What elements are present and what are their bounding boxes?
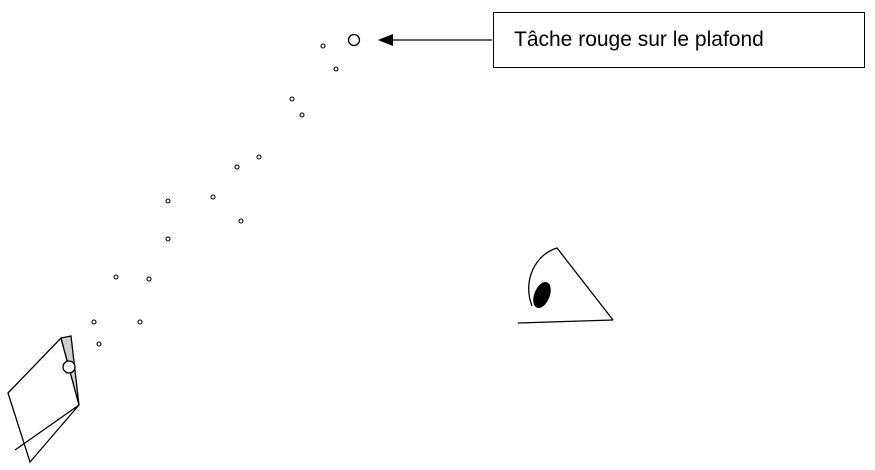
eye-pupil [533, 282, 551, 308]
eye-icon [517, 247, 614, 324]
light-dot [256, 154, 262, 160]
light-dot [113, 274, 119, 280]
label-text: Tâche rouge sur le plafond [514, 28, 764, 51]
light-dot [234, 164, 240, 170]
flashlight-icon [7, 335, 80, 464]
light-dot [91, 319, 97, 325]
light-dot [333, 66, 339, 72]
light-dot [165, 198, 171, 204]
light-dot [289, 96, 295, 102]
light-dot [320, 43, 326, 49]
flashlight-diagonal [14, 404, 80, 451]
light-dot [299, 112, 305, 118]
eye-lower-line [517, 319, 614, 324]
label-box: Tâche rouge sur le plafond [493, 12, 865, 68]
red-spot-icon [347, 33, 361, 47]
light-dot [210, 194, 216, 200]
eye-lid [528, 247, 614, 321]
arrow-icon [378, 34, 492, 46]
light-beam-dots [91, 43, 339, 347]
flashlight-lens [62, 360, 76, 374]
light-dot [146, 276, 152, 282]
light-dot [165, 236, 171, 242]
light-dot [137, 319, 143, 325]
light-dot [238, 218, 244, 224]
arrow-head [378, 34, 393, 46]
light-dot [96, 341, 102, 347]
